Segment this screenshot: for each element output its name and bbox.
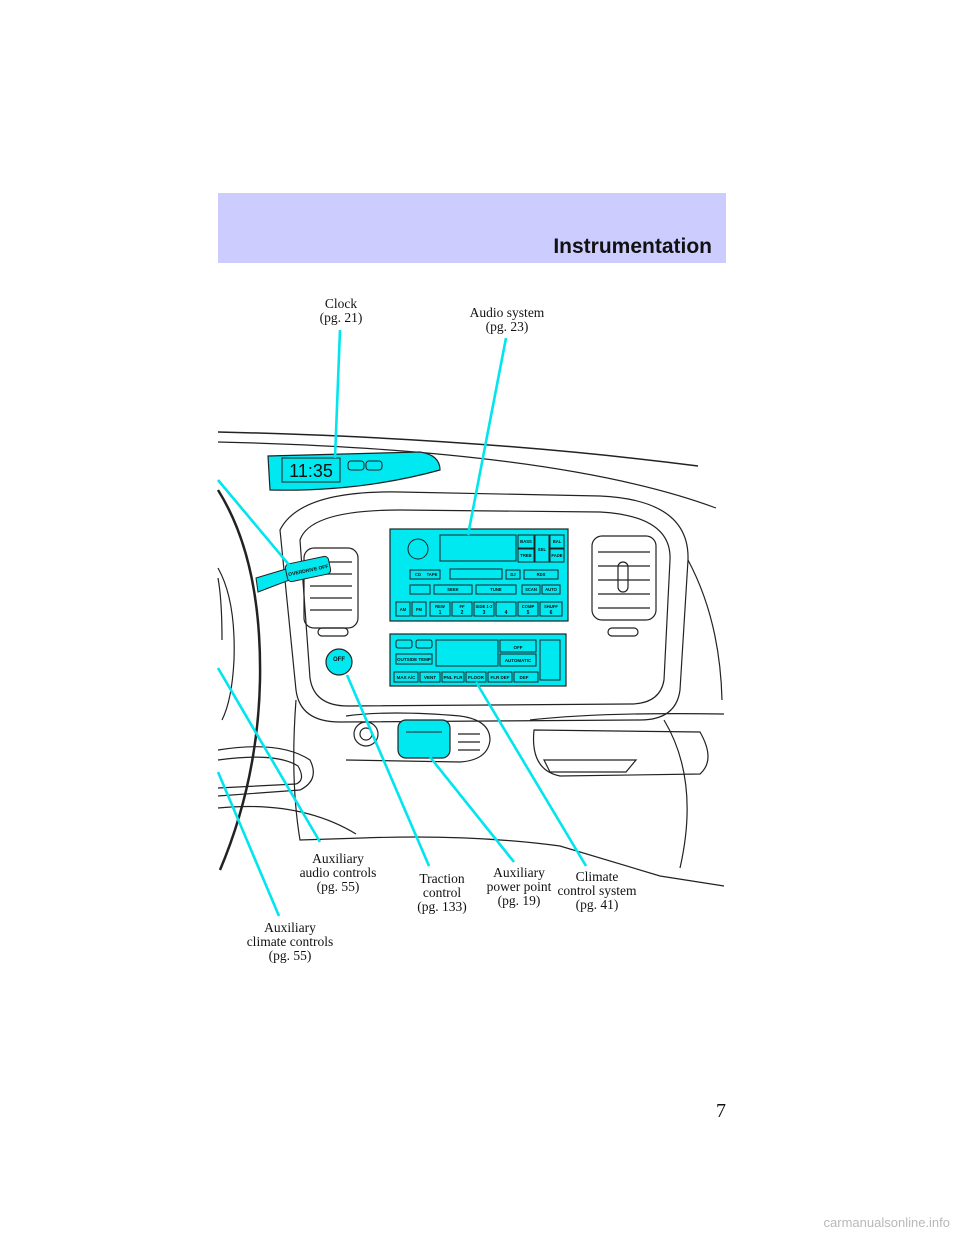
svg-text:DJ: DJ (510, 572, 516, 577)
svg-text:MAX A/C: MAX A/C (397, 675, 417, 680)
leader-lines (216, 329, 588, 917)
callout-climate-control: Climate control system (pg. 41) (557, 869, 637, 912)
svg-text:REW: REW (435, 604, 445, 609)
page-number: 7 (716, 1100, 726, 1122)
svg-text:SHUFF: SHUFF (544, 604, 558, 609)
svg-text:TREB: TREB (520, 553, 531, 558)
svg-text:OFF: OFF (514, 645, 523, 650)
svg-text:SIDE 1-2: SIDE 1-2 (476, 604, 494, 609)
svg-text:OFF: OFF (333, 657, 345, 663)
svg-text:TAPE: TAPE (427, 572, 438, 577)
svg-text:COMP: COMP (522, 604, 535, 609)
svg-text:FM: FM (416, 607, 423, 612)
callout-traction-control: Traction control (pg. 133) (417, 871, 467, 914)
svg-text:FADE: FADE (551, 553, 562, 558)
svg-text:OUTSIDE TEMP: OUTSIDE TEMP (397, 657, 431, 662)
clock-display: 11:35 (289, 461, 333, 481)
svg-text:AUTO: AUTO (545, 587, 558, 592)
power-point (397, 719, 451, 759)
svg-text:SEL: SEL (538, 547, 547, 552)
svg-text:AUTOMATIC: AUTOMATIC (505, 658, 532, 663)
svg-text:FF: FF (459, 604, 465, 609)
header-band: Instrumentation (218, 193, 726, 263)
callout-audio-system: Audio system (pg. 23) (469, 305, 545, 334)
svg-text:4: 4 (505, 610, 508, 616)
svg-text:TUNE: TUNE (490, 587, 502, 592)
traction-button (325, 648, 353, 676)
svg-text:BASS: BASS (520, 539, 532, 544)
svg-text:CD: CD (415, 572, 421, 577)
svg-text:1: 1 (439, 610, 442, 616)
svg-text:5: 5 (527, 610, 530, 616)
callout-aux-audio-controls: Auxiliary audio controls (pg. 55) (299, 851, 377, 894)
svg-text:RDS: RDS (537, 572, 546, 577)
svg-text:FLR DEF: FLR DEF (491, 675, 510, 680)
svg-text:PNL FLR: PNL FLR (444, 675, 464, 680)
callout-aux-climate-controls: Auxiliary climate controls (pg. 55) (246, 920, 334, 963)
svg-text:VENT: VENT (424, 675, 436, 680)
svg-text:6: 6 (550, 610, 553, 616)
svg-text:2: 2 (461, 610, 464, 616)
section-title: Instrumentation (553, 235, 712, 258)
svg-text:3: 3 (483, 610, 486, 616)
callout-aux-power-point: Auxiliary power point (pg. 19) (486, 865, 552, 908)
svg-text:DEF: DEF (520, 675, 529, 680)
callout-clock: Clock (pg. 21) (319, 296, 363, 325)
svg-text:FLOOR: FLOOR (468, 675, 484, 680)
svg-text:AM: AM (400, 607, 407, 612)
svg-text:BAL: BAL (553, 539, 562, 544)
svg-text:SCAN: SCAN (525, 587, 537, 592)
watermark[interactable]: carmanualsonline.info (823, 1215, 950, 1230)
svg-text:SEEK: SEEK (447, 587, 458, 592)
